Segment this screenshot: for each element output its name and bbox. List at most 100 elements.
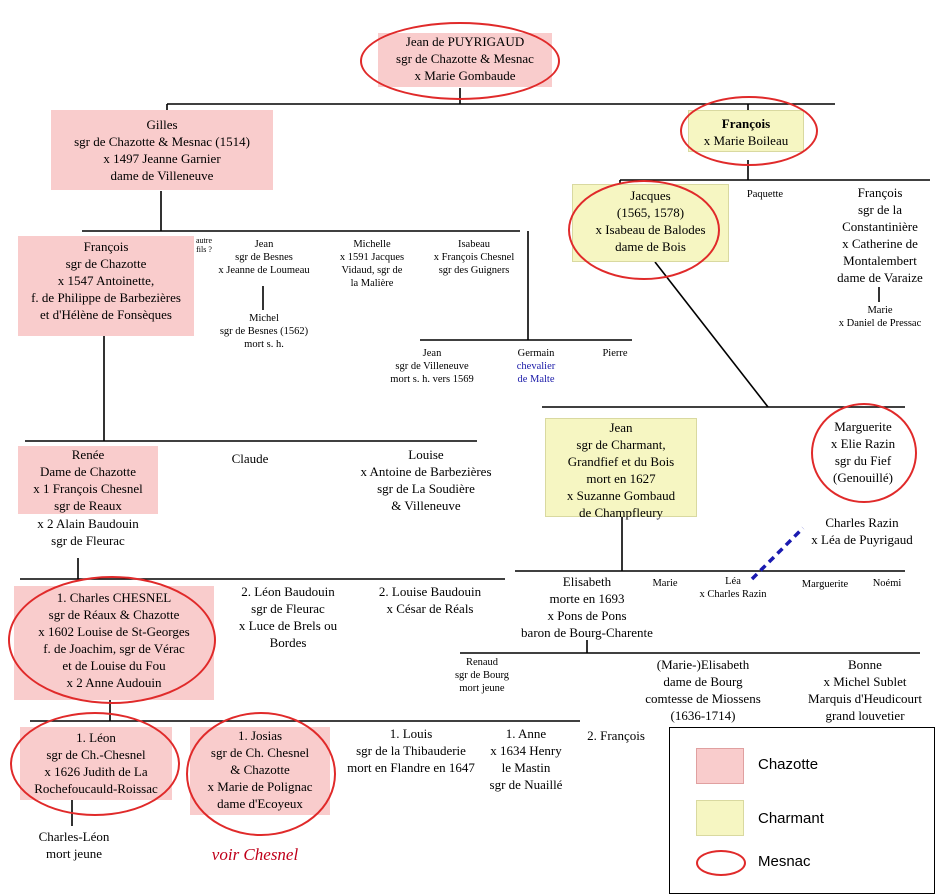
mesnac-marker-ring (10, 712, 180, 816)
person-name: Charles-Léon (38, 829, 110, 844)
person-gilles: Gilles sgr de Chazotte & Mesnac (1514) x… (51, 110, 273, 190)
person-spouse-parent: et d'Hélène de Fonsèques (40, 307, 172, 322)
person-noemi: Noémi (862, 577, 912, 590)
person-leon-baudouin: 2. Léon Baudouin sgr de Fleurac x Luce d… (228, 583, 348, 651)
person-name: 2. François (587, 728, 645, 743)
person-spouse: x Léa de Puyrigaud (811, 532, 913, 547)
legend-swatch-mesnac (696, 850, 746, 876)
person-name: Marie (652, 578, 678, 589)
person-spouse: x Luce de Brels ou (238, 618, 338, 633)
person-spouse: x Jeanne de Loumeau (218, 265, 310, 276)
mesnac-marker-ring (360, 22, 560, 100)
person-name: Marie (867, 305, 893, 316)
mesnac-marker-ring (811, 403, 917, 503)
person-spouse: x 1634 Henry (490, 743, 562, 758)
person-spouse-title: sgr de Fleurac (51, 533, 125, 548)
person-claude: Claude (220, 450, 280, 467)
person-spouse: Montalembert (843, 253, 917, 268)
person-spouse: x Catherine de (842, 236, 918, 251)
person-spouse-title: Vidaud, sgr de (341, 265, 403, 276)
person-spouse-title: dame de Varaize (837, 270, 923, 285)
person-name: Léa (725, 576, 741, 587)
person-spouse-title: de Champfleury (578, 505, 664, 520)
person-spouse-title: & Villeneuve (391, 498, 461, 513)
link-text[interactable]: voir Chesnel (211, 845, 299, 864)
person-title: sgr de Fleurac (251, 601, 325, 616)
person-spouse: x 1497 Jeanne Garnier (103, 151, 221, 166)
person-spouse: x 2 Alain Baudouin (37, 516, 139, 531)
person-name: Louise (408, 447, 444, 462)
person-title: comtesse de Miossens (645, 691, 761, 706)
person-name: Isabeau (457, 239, 491, 250)
person-spouse: x Charles Razin (699, 589, 767, 600)
person-spouse-parent: f. de Philippe de Barbezières (31, 290, 181, 305)
person-louise-baudouin: 2. Louise Baudouin x César de Réals (365, 583, 495, 617)
person-pierre: Pierre (590, 347, 640, 360)
person-name: Noémi (872, 578, 902, 589)
person-spouse: Bordes (269, 635, 307, 650)
person-spouse-title: sgr de La Soudière (377, 481, 475, 496)
person-name: Michel (249, 313, 279, 324)
legend: Chazotte Charmant Mesnac (669, 727, 935, 894)
person-name: 2. Léon Baudouin (241, 584, 335, 599)
mesnac-marker-ring (568, 180, 720, 280)
legend-swatch-chazotte (696, 748, 744, 784)
note-text: fils ? (196, 245, 212, 254)
person-spouse: x Antoine de Barbezières (360, 464, 492, 479)
mesnac-marker-ring (186, 712, 336, 836)
person-bonne: Bonne x Michel Sublet Marquis d'Heudicou… (790, 656, 940, 724)
legend-swatch-charmant (696, 800, 744, 836)
person-louis: 1. Louis sgr de la Thibauderie mort en F… (330, 725, 492, 776)
person-title: sgr de Chazotte & Mesnac (1514) (74, 134, 250, 149)
legend-label-mesnac: Mesnac (758, 853, 811, 870)
dashed-link-line (750, 526, 805, 581)
person-title: dame de Bourg (663, 674, 743, 689)
person-isabeau: Isabeau x François Chesnel sgr des Guign… (418, 238, 530, 277)
person-title: Dame de Chazotte (39, 464, 136, 479)
person-title: de Malte (517, 374, 555, 385)
person-paquette: Paquette (735, 188, 795, 201)
person-jean-charmant: Jean sgr de Charmant, Grandfief et du Bo… (545, 418, 697, 520)
person-note: mort jeune (46, 846, 102, 861)
person-title: chevalier (516, 361, 556, 372)
link-voir-chesnel[interactable]: voir Chesnel (180, 846, 330, 863)
person-spouse: x Michel Sublet (823, 674, 907, 689)
person-name: Bonne (848, 657, 882, 672)
person-note: mort en 1627 (586, 471, 656, 486)
person-name: 1. Anne (505, 726, 547, 741)
person-name: 1. Louis (389, 726, 433, 741)
person-name: Claude (231, 451, 269, 466)
legend-label-charmant: Charmant (758, 810, 824, 827)
person-marguerite: Marguerite (790, 578, 860, 591)
person-louise-barbezieres: Louise x Antoine de Barbezières sgr de L… (336, 446, 516, 514)
person-spouse-title: sgr de Reaux (54, 498, 122, 513)
person-charles-razin: Charles Razin x Léa de Puyrigaud (792, 514, 932, 548)
person-spouse: x 1591 Jacques (339, 252, 405, 263)
person-name: Renaud (465, 657, 499, 668)
note-text: autre (196, 236, 212, 245)
person-name: Pierre (602, 348, 628, 359)
person-name: Gilles (146, 117, 178, 132)
person-spouse: x François Chesnel (433, 252, 515, 263)
person-note: mort s. h. (244, 339, 284, 350)
person-name: Elisabeth (562, 574, 612, 589)
person-name: Charles Razin (825, 515, 899, 530)
person-name: François (857, 185, 903, 200)
person-name: Jean (609, 420, 633, 435)
note-autre-fils: autre fils ? (191, 236, 217, 254)
person-germain: Germain chevalier de Malte (506, 347, 566, 386)
person-note: mort en Flandre en 1647 (347, 760, 475, 775)
person-renee: Renée Dame de Chazotte x 1 François Ches… (18, 446, 158, 514)
person-michel-besnes: Michel sgr de Besnes (1562) mort s. h. (208, 312, 320, 351)
mesnac-marker-ring (680, 96, 818, 166)
legend-label-chazotte: Chazotte (758, 756, 819, 773)
link-line (654, 261, 769, 408)
person-title: Constantinière (842, 219, 918, 234)
person-spouse: x Pons de Pons (547, 608, 627, 623)
person-spouse-title: dame de Villeneuve (110, 168, 214, 183)
person-spouse-title: baron de Bourg-Charente (521, 625, 653, 640)
person-marie-pressac: Marie x Daniel de Pressac (830, 304, 930, 330)
person-name: Renée (71, 447, 105, 462)
person-name: Jean (254, 239, 274, 250)
person-name: Jean (422, 348, 442, 359)
